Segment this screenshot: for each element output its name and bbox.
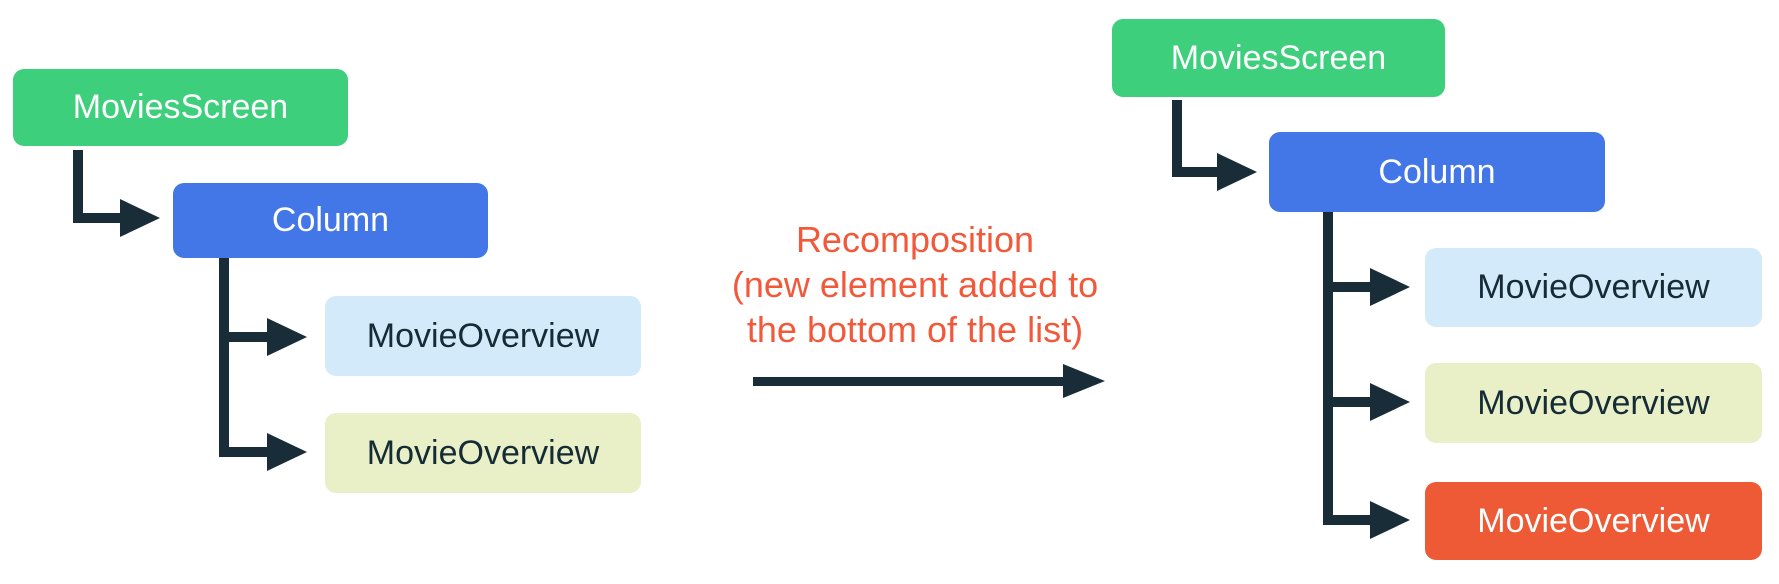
right-column-node: Column: [1269, 132, 1605, 212]
left-connector-root-line: [73, 150, 83, 223]
transition-arrow-line: [753, 377, 1065, 386]
left-column-node: Column: [173, 183, 488, 258]
left-connector-column-line: [219, 258, 229, 457]
right-leaf-node-movieoverview-2: MovieOverview: [1425, 363, 1762, 443]
left-connector-branch-line: [219, 332, 267, 342]
right-connector-root-line: [1172, 100, 1182, 177]
right-connector-column-line: [1323, 212, 1333, 525]
recomposition-caption: Recomposition (new element added to the …: [665, 217, 1165, 352]
left-leaf-node-movieoverview-1: MovieOverview: [325, 296, 641, 376]
arrowhead-right-icon: [1370, 268, 1410, 306]
arrowhead-right-icon: [1063, 364, 1105, 398]
arrowhead-right-icon: [267, 318, 307, 356]
right-connector-branch-line: [1323, 397, 1370, 407]
right-connector-branch-line: [1323, 282, 1370, 292]
left-root-node-moviesscreen: MoviesScreen: [13, 69, 348, 146]
arrowhead-right-icon: [120, 199, 160, 237]
arrowhead-right-icon: [1217, 153, 1257, 191]
arrowhead-right-icon: [1370, 501, 1410, 539]
left-connector-branch-line: [219, 447, 267, 457]
left-leaf-node-movieoverview-2: MovieOverview: [325, 413, 641, 493]
arrowhead-right-icon: [267, 433, 307, 471]
left-connector-root-line: [73, 213, 120, 223]
right-leaf-node-movieoverview-1: MovieOverview: [1425, 248, 1762, 327]
right-connector-root-line: [1172, 167, 1217, 177]
arrowhead-right-icon: [1370, 383, 1410, 421]
caption-line: Recomposition: [795, 219, 1035, 260]
caption-line: (new element added to: [731, 264, 1099, 305]
caption-line: the bottom of the list): [746, 309, 1084, 350]
right-root-node-moviesscreen: MoviesScreen: [1112, 19, 1445, 97]
right-leaf-node-movieoverview-new: MovieOverview: [1425, 482, 1762, 560]
right-connector-branch-line: [1323, 515, 1370, 525]
